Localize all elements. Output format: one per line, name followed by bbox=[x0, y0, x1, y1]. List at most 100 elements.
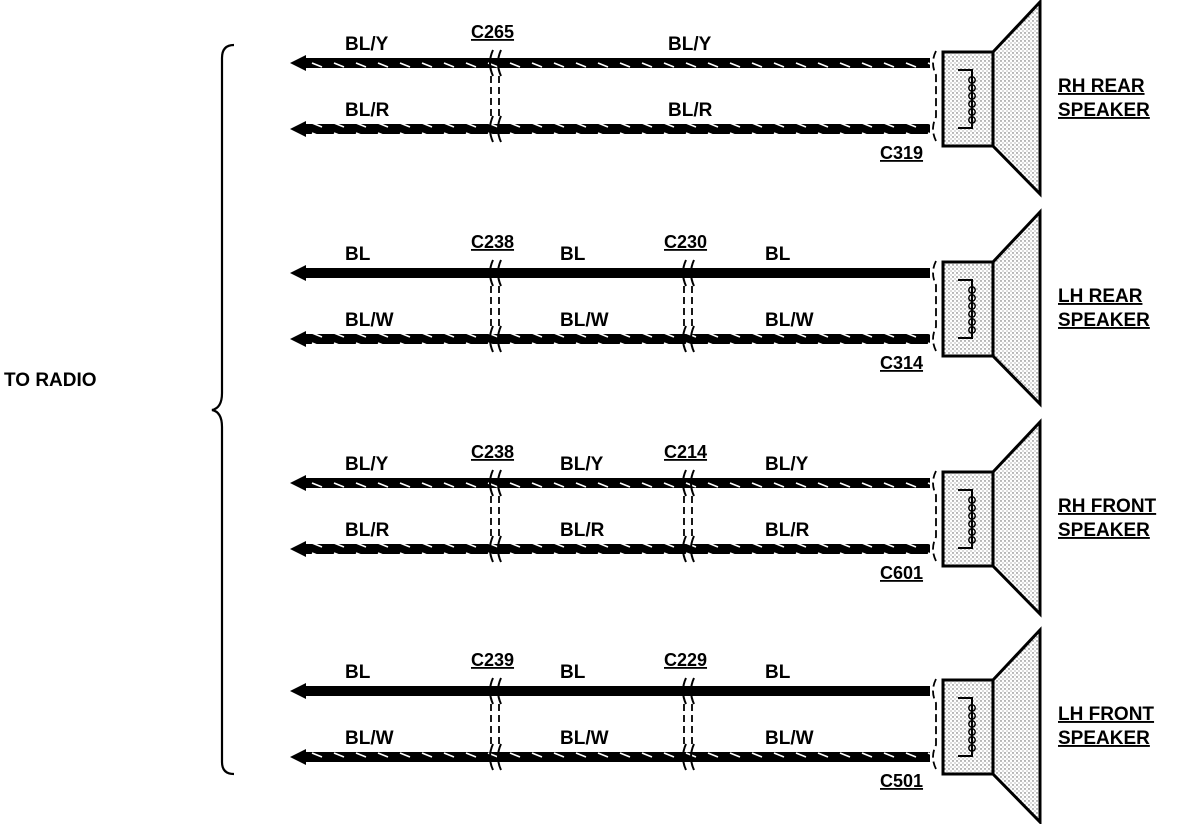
connector-label: C214 bbox=[664, 442, 707, 462]
connector-break-mark bbox=[690, 535, 695, 563]
wire-arrowhead bbox=[290, 541, 306, 557]
connector-break-mark bbox=[489, 677, 494, 705]
wire bbox=[304, 268, 930, 278]
wire bbox=[304, 478, 930, 488]
wire-arrowhead bbox=[290, 475, 306, 491]
wire-color-label: BL/R bbox=[668, 100, 713, 121]
wire-color-label: BL bbox=[560, 244, 586, 265]
wire-color-label: BL/W bbox=[765, 728, 814, 749]
wire-color-label: BL bbox=[765, 662, 791, 683]
wire bbox=[304, 544, 930, 554]
wire-arrowhead bbox=[290, 331, 306, 347]
connector-break-mark bbox=[682, 259, 687, 287]
connector-break-mark bbox=[489, 325, 494, 353]
connector-label: C238 bbox=[471, 232, 514, 252]
connector-label: C265 bbox=[471, 22, 514, 42]
speaker-name-line2: SPEAKER bbox=[1058, 100, 1150, 121]
wire bbox=[304, 752, 930, 762]
wire-arrowhead bbox=[290, 265, 306, 281]
connector-break-mark bbox=[489, 49, 494, 77]
wire-color-label: BL/Y bbox=[345, 34, 389, 55]
speaker-coil-turn bbox=[968, 728, 976, 736]
speaker-coil-turn bbox=[968, 736, 976, 744]
connector-break-mark bbox=[682, 469, 687, 497]
wire-color-label: BL/W bbox=[345, 728, 394, 749]
connector-break-mark bbox=[497, 469, 502, 497]
speaker-cone bbox=[991, 0, 1042, 198]
speaker-coil-turn bbox=[968, 318, 976, 326]
connector-break-mark bbox=[497, 325, 502, 353]
speaker-coil-turn bbox=[968, 744, 976, 752]
wire-color-label: BL/W bbox=[560, 310, 609, 331]
speaker-connector-outline bbox=[932, 50, 937, 142]
connector-break-mark bbox=[682, 325, 687, 353]
wire-arrowhead bbox=[290, 749, 306, 765]
speaker-connector-label: C501 bbox=[880, 771, 923, 791]
speaker-coil-turn bbox=[968, 116, 976, 124]
connector-break-mark bbox=[690, 325, 695, 353]
wire-color-label: BL/Y bbox=[560, 454, 604, 475]
speaker-coil-turn bbox=[968, 496, 976, 504]
connector-break-mark bbox=[690, 469, 695, 497]
wire-color-label: BL/R bbox=[560, 520, 605, 541]
connector-break-mark bbox=[682, 535, 687, 563]
speaker-name-line1: LH REAR bbox=[1058, 286, 1143, 307]
wire-color-label: BL/Y bbox=[765, 454, 809, 475]
wire-color-label: BL bbox=[765, 244, 791, 265]
speaker-magnet bbox=[941, 678, 995, 776]
speaker-cone bbox=[991, 626, 1042, 824]
connector-break-mark bbox=[690, 259, 695, 287]
connector-break-mark bbox=[489, 535, 494, 563]
speaker-coil-turn bbox=[968, 100, 976, 108]
wire-color-label: BL/W bbox=[345, 310, 394, 331]
wire-color-label: BL/Y bbox=[668, 34, 712, 55]
speaker-name-line1: LH FRONT bbox=[1058, 704, 1154, 725]
connector-break-mark bbox=[682, 677, 687, 705]
wire-color-label: BL/W bbox=[765, 310, 814, 331]
wire bbox=[304, 334, 930, 344]
connector-break-mark bbox=[497, 259, 502, 287]
speaker-name-line2: SPEAKER bbox=[1058, 310, 1150, 331]
wire-color-label: BL/W bbox=[560, 728, 609, 749]
connector-break-mark bbox=[497, 677, 502, 705]
speaker-coil-turn bbox=[968, 504, 976, 512]
connector-break-mark bbox=[497, 49, 502, 77]
speaker-coil-turn bbox=[968, 528, 976, 536]
wire-arrowhead bbox=[290, 121, 306, 137]
speaker-coil-turn bbox=[968, 520, 976, 528]
speaker-connector-outline bbox=[932, 260, 937, 352]
speaker-cone bbox=[991, 418, 1042, 618]
speaker-coil-turn bbox=[968, 310, 976, 318]
speaker-coil-turn bbox=[968, 286, 976, 294]
connector-break-mark bbox=[489, 743, 494, 771]
wire-color-label: BL/R bbox=[345, 520, 390, 541]
connector-break-mark bbox=[497, 743, 502, 771]
to-radio-label: TO RADIO bbox=[4, 370, 97, 391]
wire bbox=[304, 686, 930, 696]
connector-break-mark bbox=[682, 743, 687, 771]
speaker-cone bbox=[991, 208, 1042, 408]
wire bbox=[304, 124, 930, 134]
speaker-coil-turn bbox=[968, 108, 976, 116]
connector-break-mark bbox=[497, 535, 502, 563]
speaker-connector-label: C319 bbox=[880, 143, 923, 163]
wire-arrowhead bbox=[290, 55, 306, 71]
connector-label: C239 bbox=[471, 650, 514, 670]
speaker-coil-turn bbox=[968, 84, 976, 92]
speaker-name-line1: RH FRONT bbox=[1058, 496, 1157, 517]
speaker-magnet bbox=[941, 260, 995, 358]
connector-break-mark bbox=[690, 743, 695, 771]
wire-color-label: BL bbox=[345, 662, 371, 683]
connector-break-mark bbox=[497, 115, 502, 143]
grouping-brace bbox=[211, 43, 235, 776]
speaker-name-line1: RH REAR bbox=[1058, 76, 1145, 97]
speaker-coil-turn bbox=[968, 92, 976, 100]
connector-break-mark bbox=[489, 469, 494, 497]
speaker-coil-turn bbox=[968, 302, 976, 310]
speaker-coil-turn bbox=[968, 712, 976, 720]
